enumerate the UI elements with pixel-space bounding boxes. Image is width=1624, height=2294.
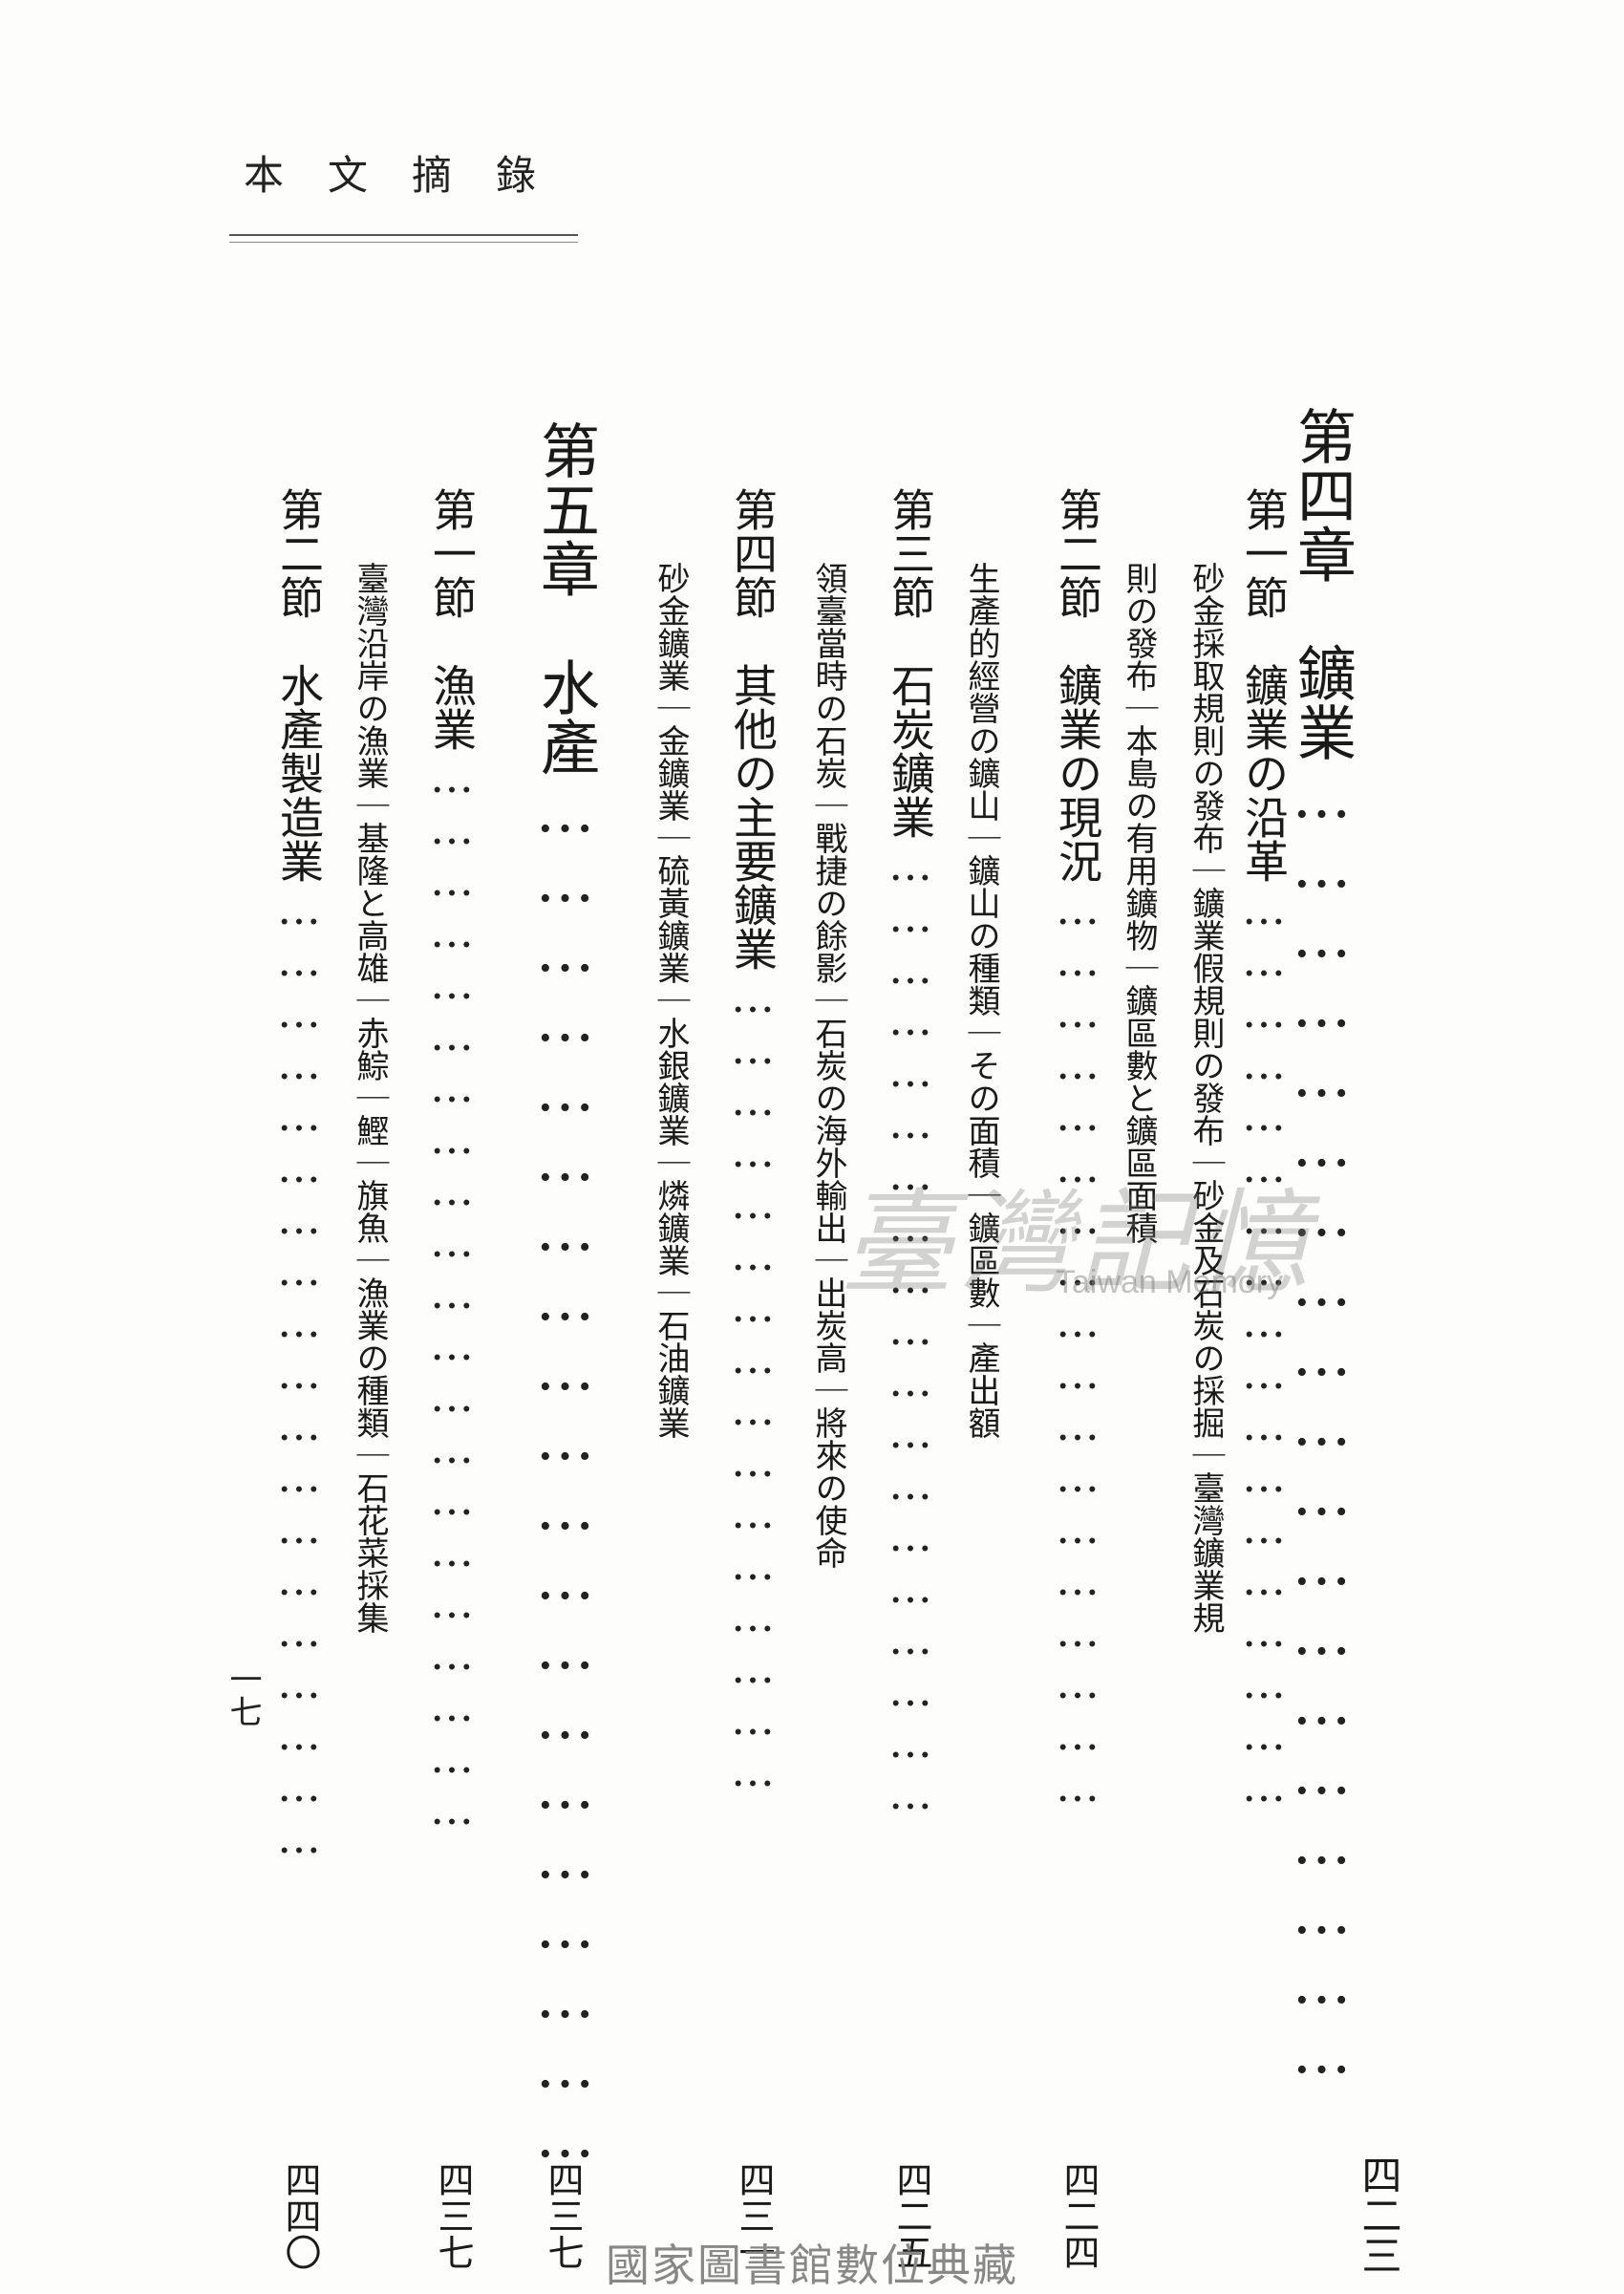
toc-entry-text: 第四節 其他の主要鑛業: [727, 487, 779, 971]
toc-section-4-3: 第三節 石炭鑛業…………………………………………………: [885, 487, 936, 1819]
toc-page-number: 四二三: [1356, 2155, 1402, 2275]
toc-entry-text: 第五章 水產: [530, 420, 600, 776]
toc-entry-text: 第四章 鑛業: [1287, 406, 1357, 761]
toc-entry-text: 第二節 鑛業の現況: [1052, 487, 1103, 883]
toc-section-5-1: 第一節 漁業………………………………………………………: [426, 487, 478, 1834]
toc-section-4-1: 第一節 鑛業の沿革………………………………………………: [1238, 487, 1290, 1812]
toc-entry-text: 第一節 鑛業の沿革: [1238, 487, 1290, 883]
header-rule-thin: [229, 242, 578, 243]
toc-entry-text: 第一節 漁業: [426, 487, 478, 751]
toc-chapter-4: 第四章 鑛業…………………………………………………: [1287, 406, 1357, 2087]
toc-detail: 則の發布｜本島の有用鑛物｜鑛區數と鑛區面積: [1120, 562, 1158, 1244]
toc-page-number: 四二五: [890, 2161, 932, 2270]
footer-credit: 國家圖書館數位典藏: [606, 2240, 1018, 2291]
toc-detail: 砂金採取規則の發布｜鑛業假規則の發布｜砂金及石炭の採掘｜臺灣鑛業規: [1186, 562, 1225, 1634]
toc-page-number: 四三一: [733, 2161, 775, 2270]
leader-dots: …………………………………………: [727, 971, 779, 1796]
running-header: 本文摘錄: [244, 152, 581, 199]
leader-dots: …………………………………………………: [885, 839, 936, 1819]
leader-dots: …………………………………………………: [1287, 761, 1357, 2087]
toc-page-number: 四三七: [432, 2161, 474, 2270]
toc-entry-text: 第三節 石炭鑛業: [885, 487, 936, 839]
toc-section-5-2: 第二節 水產製造業…………………………………………………: [273, 487, 325, 1863]
toc-section-4-2: 第二節 鑛業の現況………………………………………………: [1052, 487, 1103, 1812]
leader-dots: ………………………………………………: [1238, 883, 1290, 1812]
toc-detail: 砂金鑛業｜金鑛業｜硫黃鑛業｜水銀鑛業｜燐鑛業｜石油鑛業: [652, 562, 690, 1439]
leader-dots: ………………………………………………………: [426, 751, 478, 1834]
leader-dots: …………………………………………………: [273, 883, 325, 1863]
toc-detail: 生產的經營の鑛山｜鑛山の種類｜その面積｜鑛區數｜產出額: [962, 562, 1000, 1439]
toc-page-number: 四二四: [1058, 2161, 1100, 2270]
toc-entry-text: 第二節 水產製造業: [273, 487, 325, 883]
toc-detail: 臺灣沿岸の漁業｜基隆と高雄｜赤鯮｜鰹｜旗魚｜漁業の種類｜石花菜採集: [351, 562, 389, 1634]
leader-dots: ……………………………………………………: [530, 776, 600, 2171]
toc-chapter-5: 第五章 水產……………………………………………………: [530, 420, 600, 2171]
toc-page-number: 四四〇: [279, 2161, 321, 2270]
header-rule: [229, 234, 578, 236]
toc-section-4-4: 第四節 其他の主要鑛業…………………………………………: [727, 487, 779, 1796]
leader-dots: ………………………………………………: [1052, 883, 1103, 1812]
toc-detail: 領臺當時の石炭｜戰捷の餘影｜石炭の海外輸出｜出炭高｜將來の使命: [809, 562, 847, 1569]
page-folio: 一七: [224, 1662, 262, 1727]
toc-page-number: 四三七: [542, 2161, 584, 2270]
